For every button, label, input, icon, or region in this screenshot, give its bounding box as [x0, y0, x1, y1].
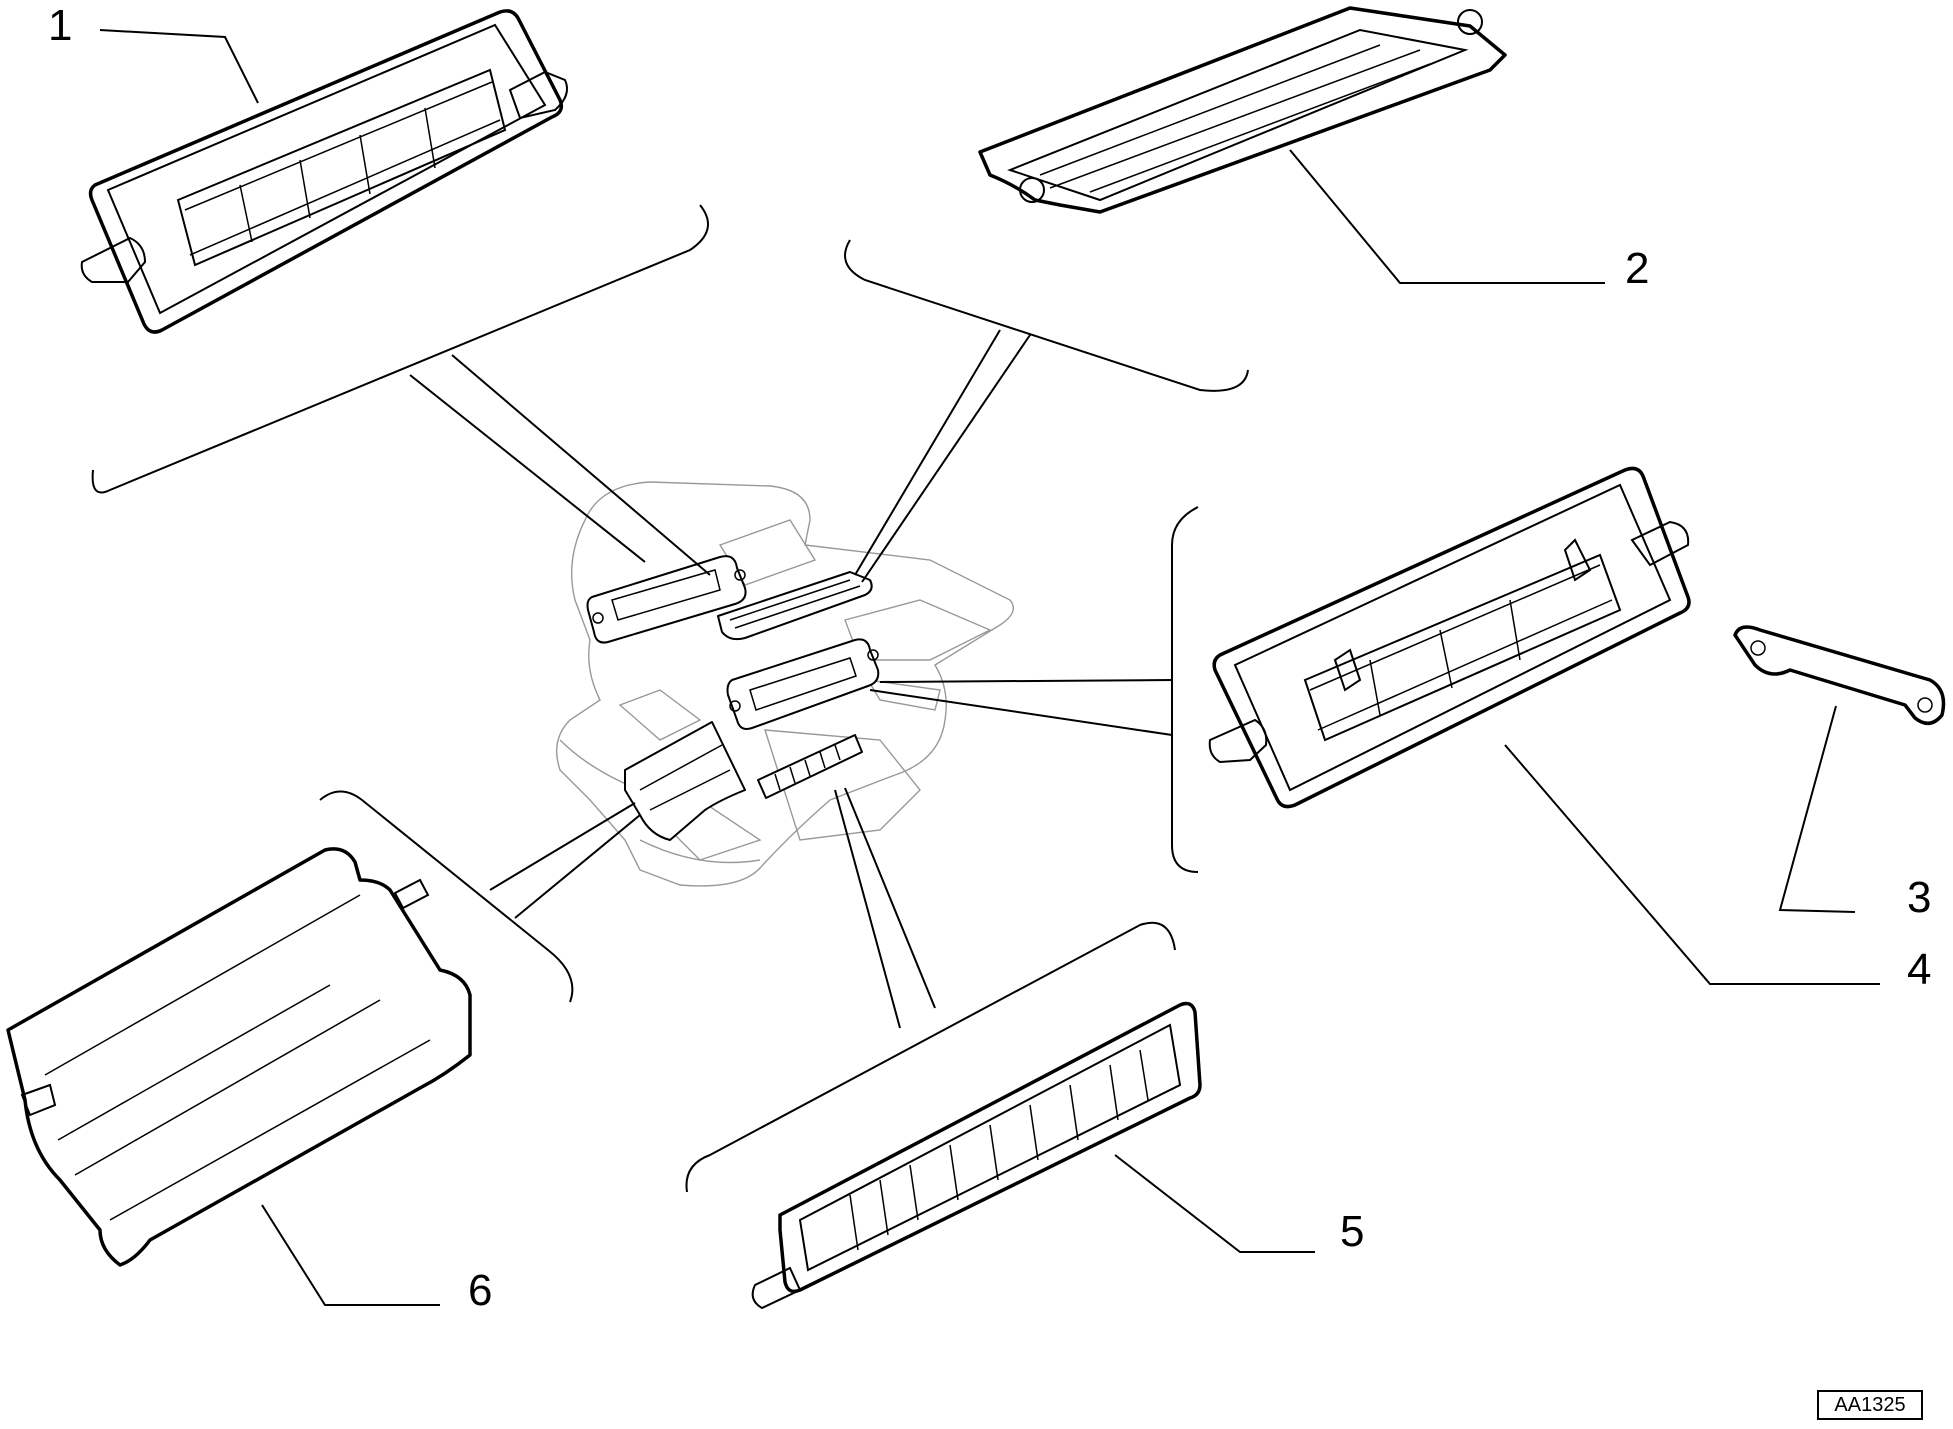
leader-lines: [99, 29, 1880, 1306]
bracket-5: [685, 921, 1176, 1193]
part-5-grille: [751, 1001, 1202, 1310]
small-part-2: [717, 571, 873, 641]
part-3-link: [1733, 625, 1946, 725]
reference-code: AA1325: [1834, 1394, 1906, 1416]
bracket-2: [844, 239, 1249, 392]
bracket-4: [1171, 506, 1199, 873]
callout-2: 2: [1625, 244, 1649, 293]
part-6-flap: [6, 847, 472, 1267]
part-2-flap: [978, 6, 1507, 214]
callout-5: 5: [1340, 1207, 1364, 1256]
bracket-1: [91, 204, 709, 494]
part-1-flap: [80, 9, 568, 334]
reference-code-box: AA1325: [1817, 1390, 1923, 1420]
small-part-6: [624, 721, 746, 841]
callout-3: 3: [1907, 873, 1931, 922]
small-part-5: [757, 734, 863, 799]
callout-1: 1: [48, 1, 72, 50]
bracket-6: [319, 790, 574, 1003]
callout-6: 6: [468, 1266, 492, 1315]
small-part-4: [726, 638, 880, 730]
part-4-flap: [1208, 466, 1691, 809]
callout-4: 4: [1907, 945, 1931, 994]
small-part-1: [586, 555, 747, 644]
